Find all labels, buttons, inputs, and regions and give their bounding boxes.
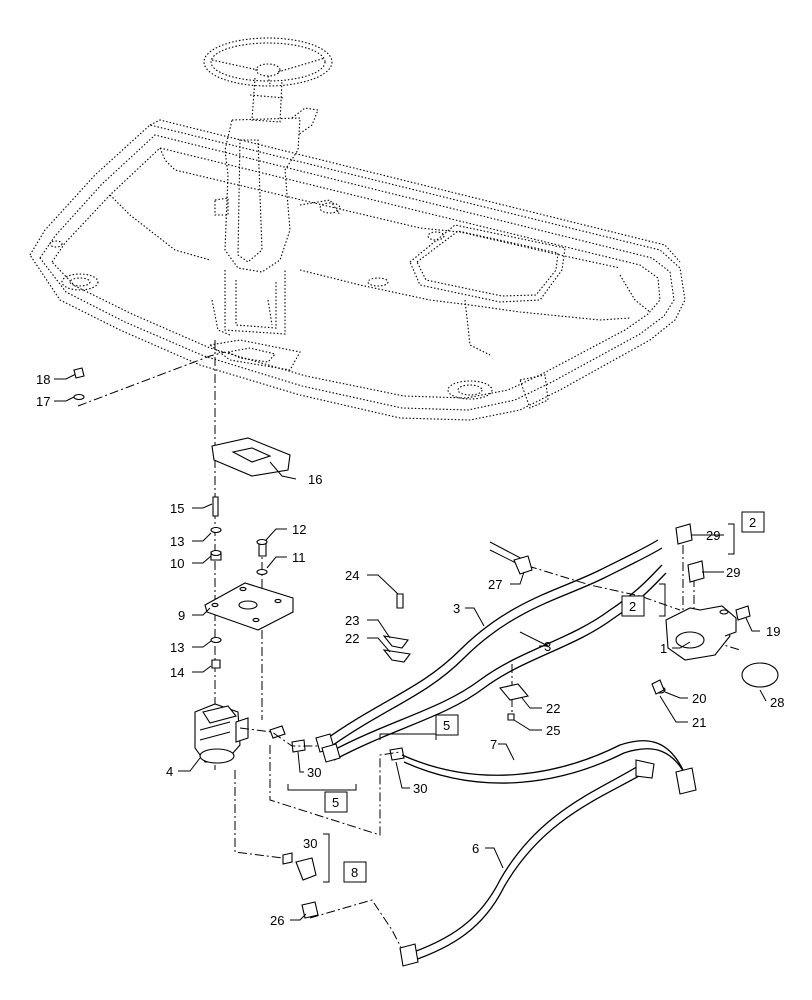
part-28-o-ring: [741, 662, 779, 688]
boxed-callout-5-lower: 5: [324, 791, 348, 813]
callout-3-left: 3: [453, 601, 460, 616]
part-27-clamp: [489, 541, 533, 575]
part-4-steering-unit: [194, 703, 249, 764]
part-9-mount-plate: [204, 582, 294, 631]
screw-washer-11-12: [256, 538, 268, 576]
callout-24: 24: [345, 568, 359, 583]
center-line-floor: [77, 351, 226, 407]
callout-22-left: 22: [345, 631, 359, 646]
leader-lines: [54, 373, 767, 921]
callout-21: 21: [692, 715, 706, 730]
hoses-3: [315, 539, 667, 763]
callout-29-upper: 29: [706, 528, 720, 543]
steering-column: [203, 37, 341, 336]
callout-20: 20: [692, 691, 706, 706]
boxed-callout-2-lower: 2: [621, 595, 645, 617]
callout-18: 18: [36, 372, 50, 387]
callout-11: 11: [292, 550, 306, 565]
callout-17: 17: [36, 394, 50, 409]
callout-30-lower: 30: [303, 836, 317, 851]
callout-12: 12: [292, 522, 306, 537]
callout-4: 4: [166, 764, 173, 779]
part-20-21-fitting: [651, 679, 666, 695]
callout-15: 15: [170, 501, 184, 516]
callout-13-lower: 13: [170, 640, 184, 655]
center-line-4-to-30: [239, 727, 320, 747]
callout-29-lower: 29: [726, 565, 740, 580]
callout-19: 19: [766, 624, 780, 639]
part-19-screw: [735, 605, 751, 621]
nut-washer-17-18: [73, 367, 85, 401]
center-line-8: [234, 770, 284, 859]
callout-30-left: 30: [307, 765, 321, 780]
boxed-callout-8: 8: [343, 861, 367, 883]
boxed-callout-2-upper: 2: [741, 511, 765, 533]
hose-6: [399, 759, 655, 967]
callout-8: 8: [351, 865, 358, 880]
center-line-27: [527, 565, 681, 611]
hose-7: [401, 740, 697, 795]
callout-10: 10: [170, 556, 184, 571]
callout-22-right: 22: [546, 701, 560, 716]
callout-25: 25: [546, 723, 560, 738]
part-22-23-clip: [382, 635, 411, 663]
callout-14: 14: [170, 665, 184, 680]
callout-23: 23: [345, 613, 359, 628]
part-1-motor: [665, 605, 737, 661]
stud-stack: [210, 496, 222, 669]
callout-16: 16: [308, 472, 322, 487]
callout-6: 6: [472, 841, 479, 856]
callout-3-right: 3: [544, 639, 551, 654]
callout-30-mid: 30: [413, 781, 427, 796]
callout-5-lower: 5: [332, 795, 339, 810]
callout-5-right: 5: [443, 718, 450, 733]
callout-2-lower: 2: [629, 599, 636, 614]
part-22-clip-lower: [498, 683, 530, 721]
center-line-26: [309, 899, 406, 956]
callout-13-upper: 13: [170, 534, 184, 549]
part-24-bolt: [396, 593, 404, 609]
callout-26: 26: [270, 913, 284, 928]
callout-9: 9: [178, 608, 185, 623]
callout-7: 7: [490, 737, 497, 752]
callout-27: 27: [488, 577, 502, 592]
fittings-29: [675, 523, 705, 583]
boxed-callout-5-right: 5: [435, 714, 459, 736]
cab-floor-panel: [29, 119, 686, 421]
brackets: [287, 523, 735, 883]
callout-1: 1: [660, 641, 667, 656]
center-line-box5: [269, 745, 401, 836]
callout-2-upper: 2: [749, 515, 756, 530]
callout-28: 28: [770, 695, 784, 710]
part-16-plate: [211, 437, 291, 477]
